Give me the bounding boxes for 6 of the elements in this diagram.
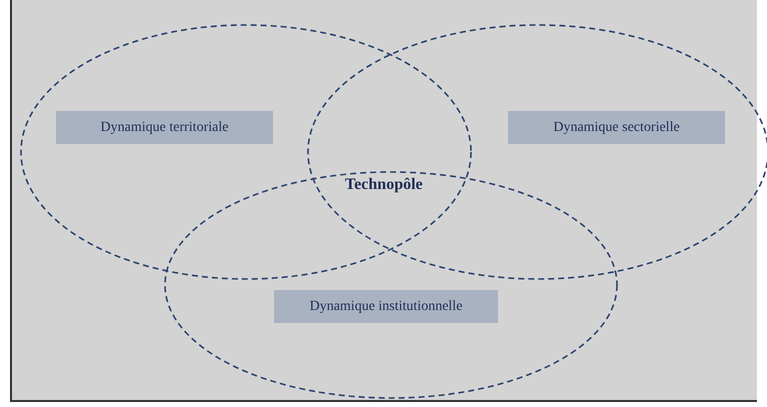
dashed-ellipse bbox=[165, 172, 617, 398]
label-box: Dynamique territoriale bbox=[56, 111, 273, 144]
dashed-ellipse bbox=[21, 25, 471, 279]
label-box: Dynamique sectorielle bbox=[508, 111, 725, 144]
label-box: Dynamique institutionnelle bbox=[274, 290, 498, 323]
center-label: Technopôle bbox=[345, 176, 423, 194]
